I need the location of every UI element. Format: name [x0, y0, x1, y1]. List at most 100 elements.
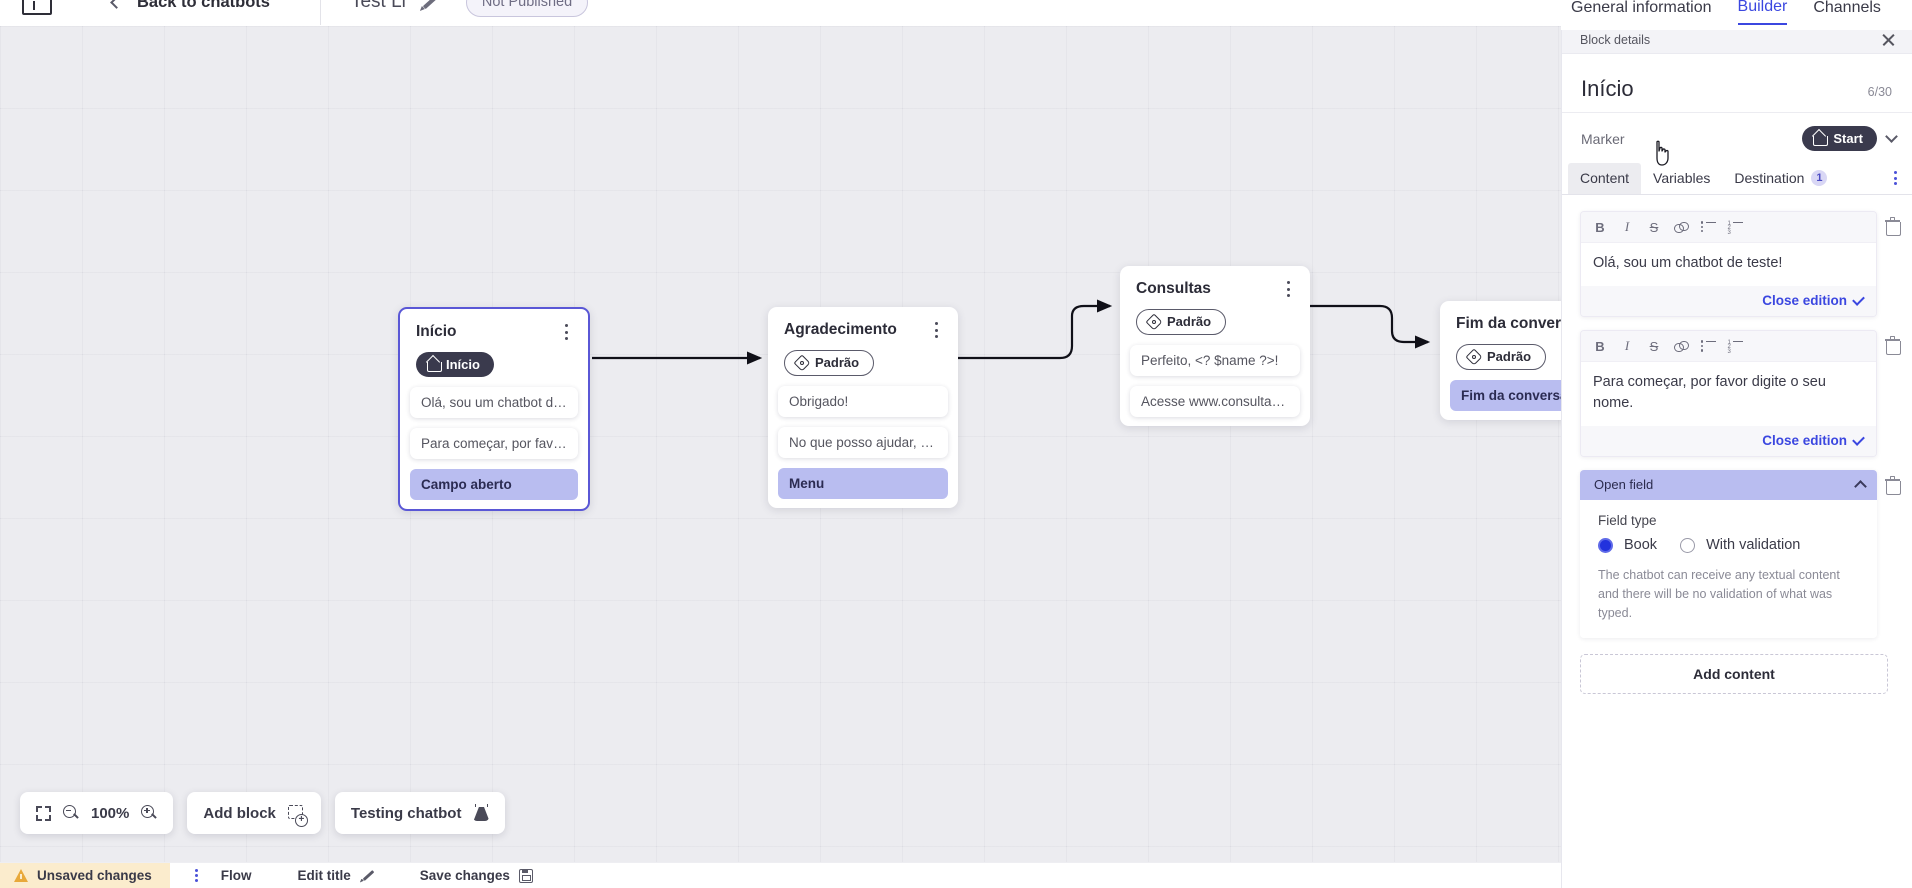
node-row[interactable]: No que posso ajudar, <? $name ...	[778, 427, 948, 458]
status-menu-icon[interactable]	[190, 868, 203, 883]
tab-destination[interactable]: Destination 1	[1722, 163, 1839, 194]
close-edition-button[interactable]: Close edition	[1762, 292, 1865, 308]
add-content-button[interactable]: Add content	[1580, 654, 1888, 695]
panel-overflow-menu-icon[interactable]	[1889, 170, 1902, 186]
node-row[interactable]: Fim da conversa	[1450, 380, 1561, 411]
flow-canvas[interactable]: Início Início Olá, sou um chatbot de tes…	[0, 26, 1561, 862]
canvas-toolbar: 100% Add block Testing chatbot	[20, 792, 506, 834]
chevron-down-icon[interactable]	[1885, 130, 1898, 143]
zoom-in-icon[interactable]	[141, 805, 157, 821]
back-chevron-icon[interactable]	[110, 0, 123, 9]
link-button[interactable]	[1670, 217, 1692, 237]
node-menu-icon[interactable]	[1281, 280, 1297, 298]
node-row[interactable]: Menu	[778, 468, 948, 499]
panel-header: Block details	[1562, 26, 1912, 54]
radio-book-label: Book	[1624, 537, 1658, 554]
unsaved-changes-label: Unsaved changes	[37, 868, 152, 883]
radio-with-validation[interactable]	[1680, 537, 1696, 553]
tab-builder[interactable]: Builder	[1737, 0, 1788, 25]
bold-button[interactable]: B	[1595, 338, 1605, 354]
close-icon[interactable]	[1881, 32, 1896, 47]
flow-node-consultas[interactable]: Consultas Padrão Perfeito, <? $name ?>! …	[1120, 266, 1310, 426]
main-nav-tabs: General information Builder Channels	[1561, 0, 1912, 30]
pencil-icon	[360, 869, 374, 883]
check-icon	[1852, 432, 1865, 446]
node-row[interactable]: Perfeito, <? $name ?>!	[1130, 345, 1300, 376]
italic-button[interactable]: I	[1624, 219, 1630, 234]
zoom-out-icon[interactable]	[63, 805, 79, 821]
node-row[interactable]: Campo aberto	[410, 469, 578, 500]
strikethrough-button[interactable]: S	[1649, 338, 1659, 354]
node-menu-icon[interactable]	[929, 321, 945, 339]
tab-variables[interactable]: Variables	[1641, 163, 1722, 194]
publish-status-badge: Not Published	[465, 0, 589, 17]
flow-node-inicio[interactable]: Início Início Olá, sou um chatbot de tes…	[398, 307, 590, 511]
panel-tab-bar: Content Variables Destination 1	[1562, 162, 1912, 195]
flow-node-fim-da-conversa[interactable]: Fim da conversa Padrão Fim da conversa	[1440, 301, 1561, 420]
node-row[interactable]: Para começar, por favor digite o ...	[410, 428, 578, 459]
tab-channels[interactable]: Channels	[1813, 0, 1881, 16]
open-field-card: Open field Field type Book With validati…	[1580, 470, 1877, 639]
node-menu-icon[interactable]	[559, 323, 575, 341]
bullet-list-button[interactable]	[1697, 336, 1719, 356]
italic-button[interactable]: I	[1624, 338, 1630, 354]
warning-icon	[14, 869, 28, 882]
flow-node-agradecimento[interactable]: Agradecimento Padrão Obrigado! No que po…	[768, 307, 958, 508]
trash-icon[interactable]	[1885, 476, 1901, 495]
chevron-up-icon[interactable]	[1854, 480, 1867, 493]
node-row[interactable]: Acesse www.consultas.com par...	[1130, 386, 1300, 417]
marker-value: Start	[1833, 131, 1863, 146]
node-header: Agradecimento	[768, 307, 958, 339]
back-to-chatbots-link[interactable]: Back to chatbots	[137, 0, 270, 11]
marker-start-button[interactable]: Start	[1802, 126, 1877, 151]
bullet-list-icon	[1700, 221, 1716, 233]
close-edition-button[interactable]: Close edition	[1762, 432, 1865, 448]
editor-footer: Close edition	[1581, 426, 1876, 457]
tag-icon	[1468, 350, 1481, 363]
vtex-logo-icon[interactable]	[22, 0, 52, 15]
bullet-list-button[interactable]	[1697, 217, 1719, 237]
editor-text[interactable]: Olá, sou um chatbot de teste!	[1581, 243, 1876, 287]
block-title-row: Início 6/30	[1562, 54, 1912, 113]
save-changes-button[interactable]: Save changes	[420, 868, 533, 883]
node-marker-badge: Início	[416, 352, 494, 377]
link-button[interactable]	[1670, 336, 1692, 356]
save-changes-label: Save changes	[419, 868, 510, 883]
trash-icon[interactable]	[1885, 336, 1901, 355]
add-block-button[interactable]: Add block	[187, 792, 321, 834]
node-row[interactable]: Olá, sou um chatbot de teste!	[410, 387, 578, 418]
open-field-header[interactable]: Open field	[1580, 470, 1877, 501]
flow-label: Flow	[220, 868, 252, 883]
tab-general-information[interactable]: General information	[1571, 0, 1712, 16]
link-icon	[1674, 340, 1689, 352]
trash-icon[interactable]	[1885, 217, 1901, 236]
node-row[interactable]: Obrigado!	[778, 386, 948, 417]
bold-button[interactable]: B	[1595, 219, 1605, 235]
tab-content[interactable]: Content	[1568, 162, 1642, 194]
strikethrough-button[interactable]: S	[1649, 219, 1659, 235]
tag-icon	[796, 356, 809, 369]
node-header: Fim da conversa	[1440, 301, 1561, 333]
testing-chatbot-button[interactable]: Testing chatbot	[334, 792, 506, 834]
check-icon	[1852, 292, 1865, 306]
panel-header-title: Block details	[1580, 32, 1651, 47]
editor-text[interactable]: Para começar, por favor digite o seu nom…	[1581, 362, 1876, 427]
flow-button[interactable]: Flow	[221, 868, 252, 883]
save-icon	[518, 868, 533, 883]
tab-variables-label: Variables	[1653, 169, 1711, 186]
home-icon	[1813, 132, 1829, 146]
panel-body: Início 6/30 Marker Start Content	[1562, 54, 1912, 888]
edit-title-button[interactable]: Edit title	[298, 868, 374, 883]
tab-content-label: Content	[1580, 169, 1630, 186]
edit-title-pencil-icon[interactable]	[420, 0, 438, 11]
open-field-title: Open field	[1594, 477, 1654, 493]
radio-book[interactable]	[1598, 537, 1613, 553]
fit-screen-icon[interactable]	[36, 805, 51, 821]
